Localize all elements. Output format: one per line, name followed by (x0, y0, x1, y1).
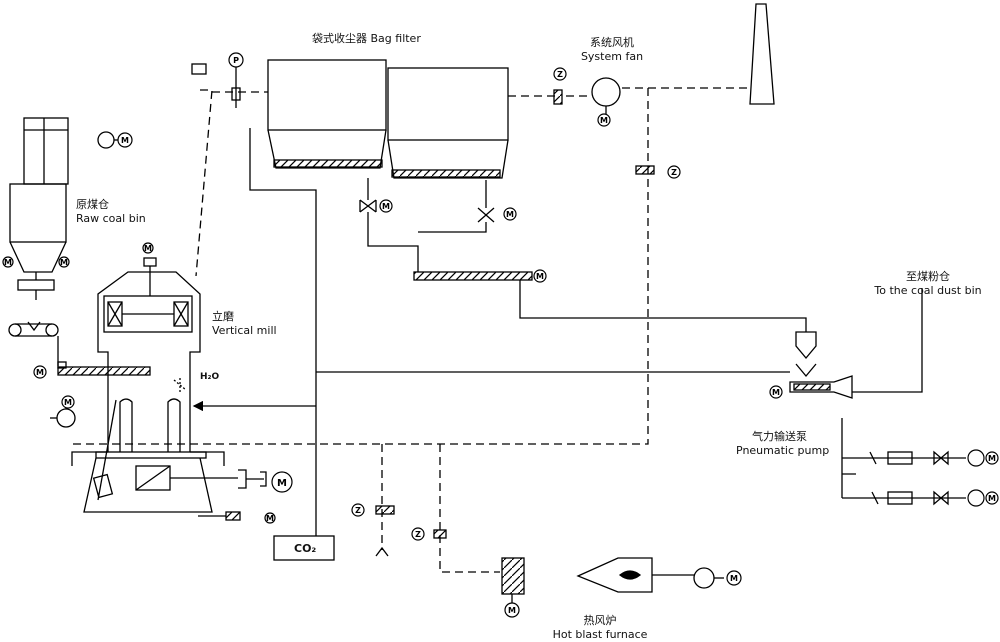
svg-text:M: M (382, 202, 390, 211)
svg-text:M: M (772, 388, 780, 397)
hot-air-duct (439, 444, 500, 573)
svg-text:M: M (508, 606, 516, 615)
system-fan-label-en: System fan (580, 50, 644, 63)
pneumatic-pump (789, 331, 853, 399)
svg-text:M: M (988, 454, 996, 463)
svg-text:Z: Z (415, 530, 421, 539)
h2o-label: H₂O (200, 372, 220, 382)
system-fan (591, 77, 621, 107)
bag-filter (267, 59, 509, 179)
svg-text:M: M (988, 494, 996, 503)
recirculation-duct (70, 88, 649, 445)
svg-text:M: M (64, 398, 72, 407)
chimney (749, 3, 775, 105)
raw-coal-bin (9, 117, 69, 300)
svg-text:M: M (121, 136, 129, 145)
svg-text:M: M (506, 210, 514, 219)
svg-text:M: M (277, 478, 287, 489)
svg-text:Z: Z (557, 70, 563, 79)
exhaust-duct (508, 87, 750, 97)
mill-outlet-duct (195, 89, 213, 277)
svg-text:Z: Z (355, 506, 361, 515)
svg-text:P: P (233, 56, 239, 65)
screw-conveyor (413, 271, 533, 281)
svg-text:M: M (266, 514, 274, 523)
belt-feeder (8, 321, 59, 366)
vertical-mill-label-cn: 立磨 (212, 310, 234, 323)
raw-coal-bin-label-en: Raw coal bin (76, 212, 146, 225)
bag-filter-label: 袋式收尘器 Bag filter (312, 32, 421, 45)
svg-text:M: M (4, 258, 12, 267)
vertical-mill-label-en: Vertical mill (212, 324, 277, 337)
svg-text:M: M (60, 258, 68, 267)
system-fan-label-cn: 系统风机 (590, 36, 634, 49)
coal-dust-bin-label-cn: 至煤粉仓 (906, 270, 950, 283)
coal-dust-bin-label-en: To the coal dust bin (874, 284, 982, 297)
co2-line (249, 128, 317, 536)
svg-text:M: M (600, 116, 608, 125)
hot-blast-furnace (501, 557, 724, 604)
pneumatic-pump-label-en: Pneumatic pump (736, 444, 830, 457)
hot-blast-furnace-label-en: Hot blast furnace (552, 628, 648, 641)
hot-blast-furnace-label-cn: 热风炉 (583, 614, 617, 627)
svg-text:M: M (536, 272, 544, 281)
svg-text:M: M (36, 368, 44, 377)
svg-text:M: M (144, 244, 152, 253)
screw-feeder (57, 366, 151, 376)
pneumatic-pump-label-cn: 气力输送泵 (752, 430, 807, 443)
svg-text:M: M (730, 574, 738, 583)
vertical-mill (83, 257, 264, 517)
co2-label: CO₂ (294, 542, 317, 555)
raw-coal-bin-label-cn: 原煤仓 (76, 198, 109, 211)
svg-text:Z: Z (671, 168, 677, 177)
co2-tank (273, 535, 335, 561)
to-bin-line (852, 288, 923, 393)
